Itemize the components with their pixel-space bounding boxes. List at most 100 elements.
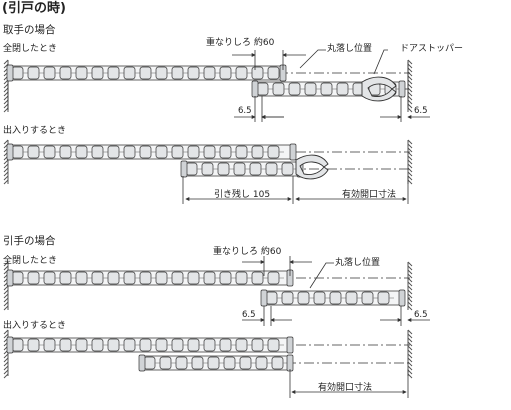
panel-link [27,338,40,352]
wall-hatch [3,361,9,367]
wall-hatch [3,373,9,379]
panel-link [187,66,200,80]
panel-link [235,145,248,159]
panel-link [185,162,198,176]
panel-link [255,356,268,370]
wall-hatch [407,91,413,97]
wall-hatch [3,83,9,89]
panel-link [361,291,374,305]
panel-link [251,338,264,352]
panel-link [75,66,88,80]
wall-hatch [407,301,413,307]
wall-hatch [407,293,413,299]
wall-hatch [407,147,413,153]
wall-hatch [407,99,413,105]
handles [295,76,397,180]
panel-link [203,66,216,80]
wall-hatch [407,369,413,375]
wall-hatch [3,265,9,271]
wall-hatch [407,171,413,177]
panel-link [107,271,120,285]
panel-end-right [398,80,406,98]
door-panel [260,289,406,307]
wall-hatch [407,155,413,161]
panel-link [239,356,252,370]
dimension-lines [182,49,430,398]
panel-link [281,162,294,176]
panel-link [336,82,349,96]
panel-link [59,338,72,352]
wall-hatch [3,293,9,299]
section-1-ball-drop-label: 丸落し位置 [327,44,373,54]
wall-hatch [407,281,413,287]
guide-lines [7,62,410,364]
panel-link [123,145,136,159]
section-1-closed-label: 全閉したとき [3,44,58,54]
wall-hatch [407,269,413,275]
wall-hatch [407,333,413,339]
panel-link [171,66,184,80]
wall-hatch [407,67,413,73]
panel-link [267,271,280,285]
section-2-title: 引手の場合 [3,235,56,247]
panel-link [59,145,72,159]
section-2-open-label: 出入りするとき [3,321,67,331]
wall-hatch [3,333,9,339]
panel-link [155,145,168,159]
panel-link [235,338,248,352]
wall-hatch [407,179,413,185]
door-panels [6,64,406,372]
panel-end-left [251,80,259,98]
panel-link [265,162,278,176]
panel-link [75,145,88,159]
panel-end-left [138,354,146,372]
wall-hatch [407,79,413,85]
door-panel [6,269,294,287]
panel-link [11,145,24,159]
panel-end-left [6,336,14,354]
wall-hatch [3,59,9,65]
panel-link [320,82,333,96]
panel-end-left [6,64,14,82]
section-1-gap-left-label: 6.5 [238,106,252,116]
wall-hatch [407,365,413,371]
panel-link [139,338,152,352]
wall-hatch [407,175,413,181]
panel-link [201,162,214,176]
section-2-gap-left-label: 6.5 [242,310,256,320]
panel-link [271,356,284,370]
panel-link [59,66,72,80]
wall-hatch [407,107,413,113]
wall-hatch [407,163,413,169]
panel-link [235,271,248,285]
panel-link [219,66,232,80]
panel-link [203,338,216,352]
panel-link [288,82,301,96]
panel-link [155,66,168,80]
panel-link [171,145,184,159]
door-panel [6,336,294,354]
panel-link [27,66,40,80]
wall-hatch [407,305,413,311]
panel-link [256,82,269,96]
panel-link [43,145,56,159]
wall-hatch [3,365,9,371]
wall-hatch [407,357,413,363]
panel-link [139,271,152,285]
wall-hatch [3,95,9,101]
wall-hatch [3,91,9,97]
panel-link [304,82,317,96]
wall-hatch [407,103,413,109]
panel-end-left [6,143,14,161]
panel-link [91,271,104,285]
pull-handle-closed [361,76,397,102]
wall-hatch [407,83,413,89]
panel-end-right [286,354,294,372]
wall-hatch [407,95,413,101]
panel-link [43,271,56,285]
panel-end-left [6,269,14,287]
section-2-overlap-label: 重なりしろ 約60 [213,247,282,257]
panel-link [75,271,88,285]
